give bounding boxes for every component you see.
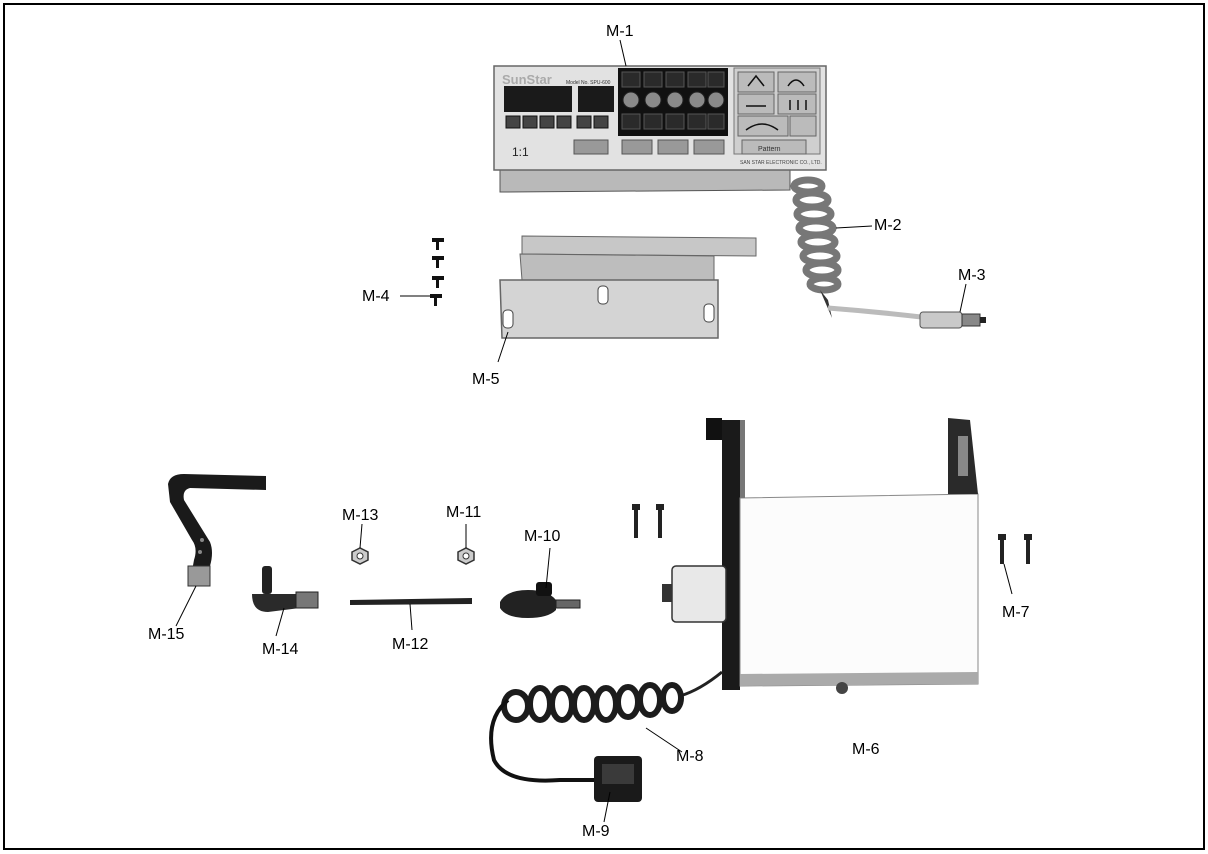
label-m3: M-3 (958, 267, 986, 284)
motor-box-m6 (662, 418, 979, 694)
panel-brand: SunStar (502, 72, 552, 87)
label-m5: M-5 (472, 371, 500, 388)
connector-plug-m3 (919, 311, 986, 329)
panel-pattern-key: Pattern (758, 146, 781, 153)
label-m1: M-1 (606, 23, 634, 40)
coiled-cable-m8 (489, 670, 723, 783)
leader-lines (175, 39, 1013, 823)
label-m6: M-6 (852, 741, 880, 758)
knob-m10 (500, 582, 581, 618)
label-m15: M-15 (148, 626, 185, 643)
screws-m4 (430, 238, 444, 306)
nut-m13 (351, 547, 369, 565)
diagram-border (3, 3, 1205, 850)
panel-model: Model No. SPU-600 (566, 80, 611, 86)
panel-maker: SAN STAR ELECTRONIC CO., LTD. (740, 160, 822, 166)
nut-m11 (457, 547, 475, 565)
plug-m9 (594, 756, 642, 802)
label-m14: M-14 (262, 641, 299, 658)
rod-m12 (350, 598, 472, 605)
lever-m15 (168, 474, 266, 587)
label-m2: M-2 (874, 217, 902, 234)
screws-m7 (632, 504, 1032, 564)
mounting-bracket-m5 (499, 235, 757, 339)
label-m11: M-11 (446, 504, 482, 521)
label-m9: M-9 (582, 823, 610, 840)
label-m4: M-4 (362, 288, 390, 305)
ball-joint-m14 (252, 566, 319, 612)
coiled-cord-m2 (790, 176, 931, 321)
label-m8: M-8 (676, 748, 704, 765)
panel-ratio: 1:1 (512, 145, 529, 159)
control-panel-m1: SunStar Model No. SPU-600 1:1 (493, 65, 827, 193)
label-m12: M-12 (392, 636, 429, 653)
label-m13: M-13 (342, 507, 379, 524)
label-m7: M-7 (1002, 604, 1030, 621)
label-m10: M-10 (524, 528, 561, 545)
